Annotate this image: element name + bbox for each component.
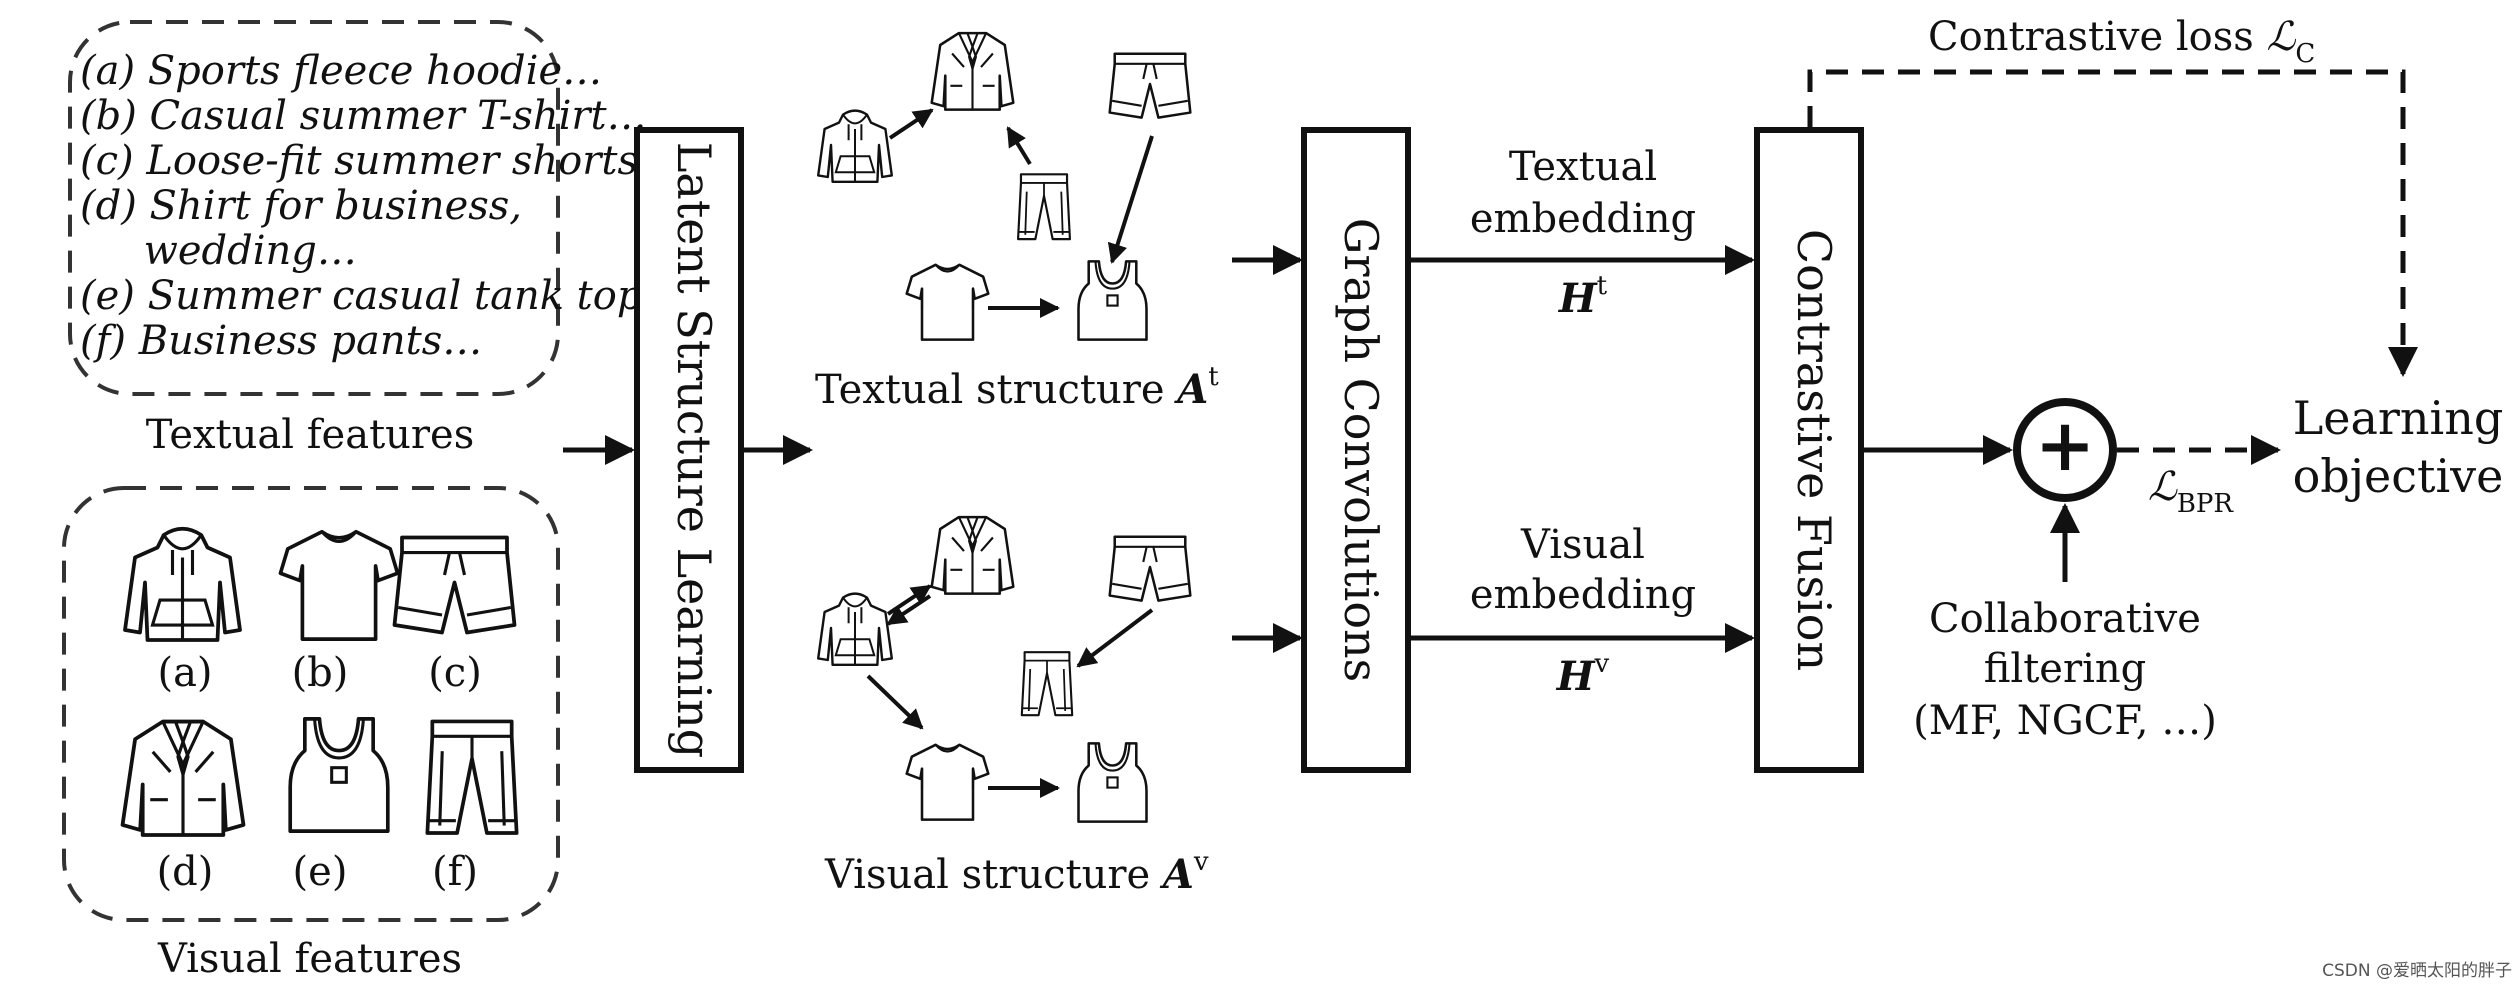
collaborative-line3: (MF, NGCF, …)	[1913, 698, 2217, 744]
textual-embedding-line1: Textual	[1509, 144, 1657, 190]
watermark: CSDN @爱晒太阳的胖子	[2322, 961, 2512, 981]
textual-structure-graph	[817, 31, 1192, 341]
graph-v-blazer-icon	[930, 515, 1015, 595]
textual-item-a: (a) Sports fleece hoodie…	[80, 48, 602, 94]
visual-features-label: Visual features	[157, 936, 462, 982]
visual-item-label-a: (a)	[157, 650, 212, 696]
graph-v-tshirt-icon	[905, 743, 990, 821]
visual-item-label-c: (c)	[428, 650, 482, 696]
contrastive-loss-path	[1807, 69, 2418, 377]
visual-embedding-line2: embedding	[1470, 572, 1696, 618]
visual-item-label-f: (f)	[432, 849, 478, 895]
textual-item-e: (e) Summer casual tank top…	[80, 273, 682, 319]
visual-structure-label: Visual structure Av	[824, 847, 1209, 898]
textual-embedding-symbol: Ht	[1558, 271, 1608, 322]
learning-objective-line2: objective	[2293, 449, 2504, 503]
collaborative-line1: Collaborative	[1929, 596, 2201, 642]
contrastive-fusion-box	[1754, 127, 1864, 773]
graph-t-blazer-icon	[930, 31, 1015, 111]
learning-objective-line1: Learning	[2293, 391, 2504, 445]
textual-embedding-line2: embedding	[1470, 196, 1696, 242]
graph-t-pants-icon	[1017, 173, 1072, 241]
shorts-icon	[392, 535, 517, 635]
textual-item-d-cont: wedding…	[80, 228, 357, 274]
graph-convolutions-label: Graph Convolutions	[1334, 218, 1388, 683]
graph-convolutions-box	[1301, 127, 1411, 773]
visual-item-label-d: (d)	[157, 849, 214, 895]
graph-v-pants-icon	[1020, 651, 1074, 717]
textual-item-f: (f) Business pants…	[80, 318, 482, 364]
latent-structure-learning-label: Latent Structure Learning	[667, 142, 721, 758]
visual-features-box	[62, 486, 560, 922]
textual-items: (a) Sports fleece hoodie… (b) Casual sum…	[80, 48, 682, 364]
contrastive-fusion-label: Contrastive Fusion	[1787, 229, 1841, 671]
visual-item-label-e: (e)	[293, 849, 348, 895]
blazer-icon	[120, 719, 246, 837]
graph-v-hoodie-icon	[817, 592, 893, 666]
graph-v-tank-icon	[1077, 742, 1148, 823]
visual-embedding-line1: Visual	[1520, 522, 1645, 568]
textual-item-c: (c) Loose-fit summer shorts…	[80, 138, 678, 184]
textual-structure-label: Textual structure At	[815, 362, 1219, 413]
graph-t-shorts-icon	[1108, 52, 1192, 119]
graph-v-shorts-icon	[1108, 535, 1192, 602]
graph-t-tshirt-icon	[905, 263, 990, 341]
textual-item-b: (b) Casual summer T-shirt…	[80, 93, 647, 139]
textual-item-d: (d) Shirt for business,	[80, 183, 522, 229]
contrastive-loss-label: Contrastive loss ℒC	[1928, 14, 2315, 69]
pants-icon	[425, 719, 519, 835]
latent-structure-learning-box	[634, 127, 744, 773]
visual-structure-graph	[817, 515, 1192, 823]
collaborative-line2: filtering	[1984, 646, 2147, 692]
bpr-loss-label: ℒBPR	[2148, 464, 2234, 519]
plus-circle	[2013, 398, 2117, 502]
tshirt-icon	[278, 529, 400, 641]
visual-item-label-b: (b)	[292, 650, 349, 696]
tank-top-icon	[288, 717, 390, 833]
textual-features-label: Textual features	[146, 412, 474, 458]
graph-t-hoodie-icon	[817, 109, 893, 184]
hoodie-icon	[123, 526, 242, 642]
graph-t-tank-icon	[1077, 260, 1148, 341]
visual-embedding-symbol: Hv	[1556, 649, 1610, 700]
plus-symbol: +	[2035, 402, 2095, 487]
textual-features-box	[68, 20, 560, 396]
